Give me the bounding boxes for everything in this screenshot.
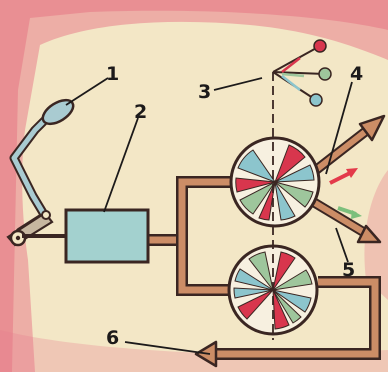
callout-3-label: 3 [198, 81, 211, 103]
callout-4-label: 4 [350, 63, 363, 85]
pedal-lever-icon [6, 98, 75, 247]
callout-2-label: 2 [134, 101, 147, 123]
callout-6-label: 6 [106, 327, 119, 349]
callout-5-label: 5 [342, 259, 355, 281]
upper-sector-wheel-icon [229, 136, 321, 228]
output-arrow-lower [305, 195, 382, 244]
callout-1-label: 1 [106, 63, 119, 85]
eye-direction-icon [272, 39, 332, 107]
leader-lines [65, 77, 353, 355]
channel-network [148, 176, 381, 360]
output-arrow-upper [311, 114, 386, 175]
red-flow-arrow-icon [329, 170, 353, 185]
lower-sector-wheel-icon [227, 244, 319, 336]
control-unit-box [64, 208, 150, 264]
